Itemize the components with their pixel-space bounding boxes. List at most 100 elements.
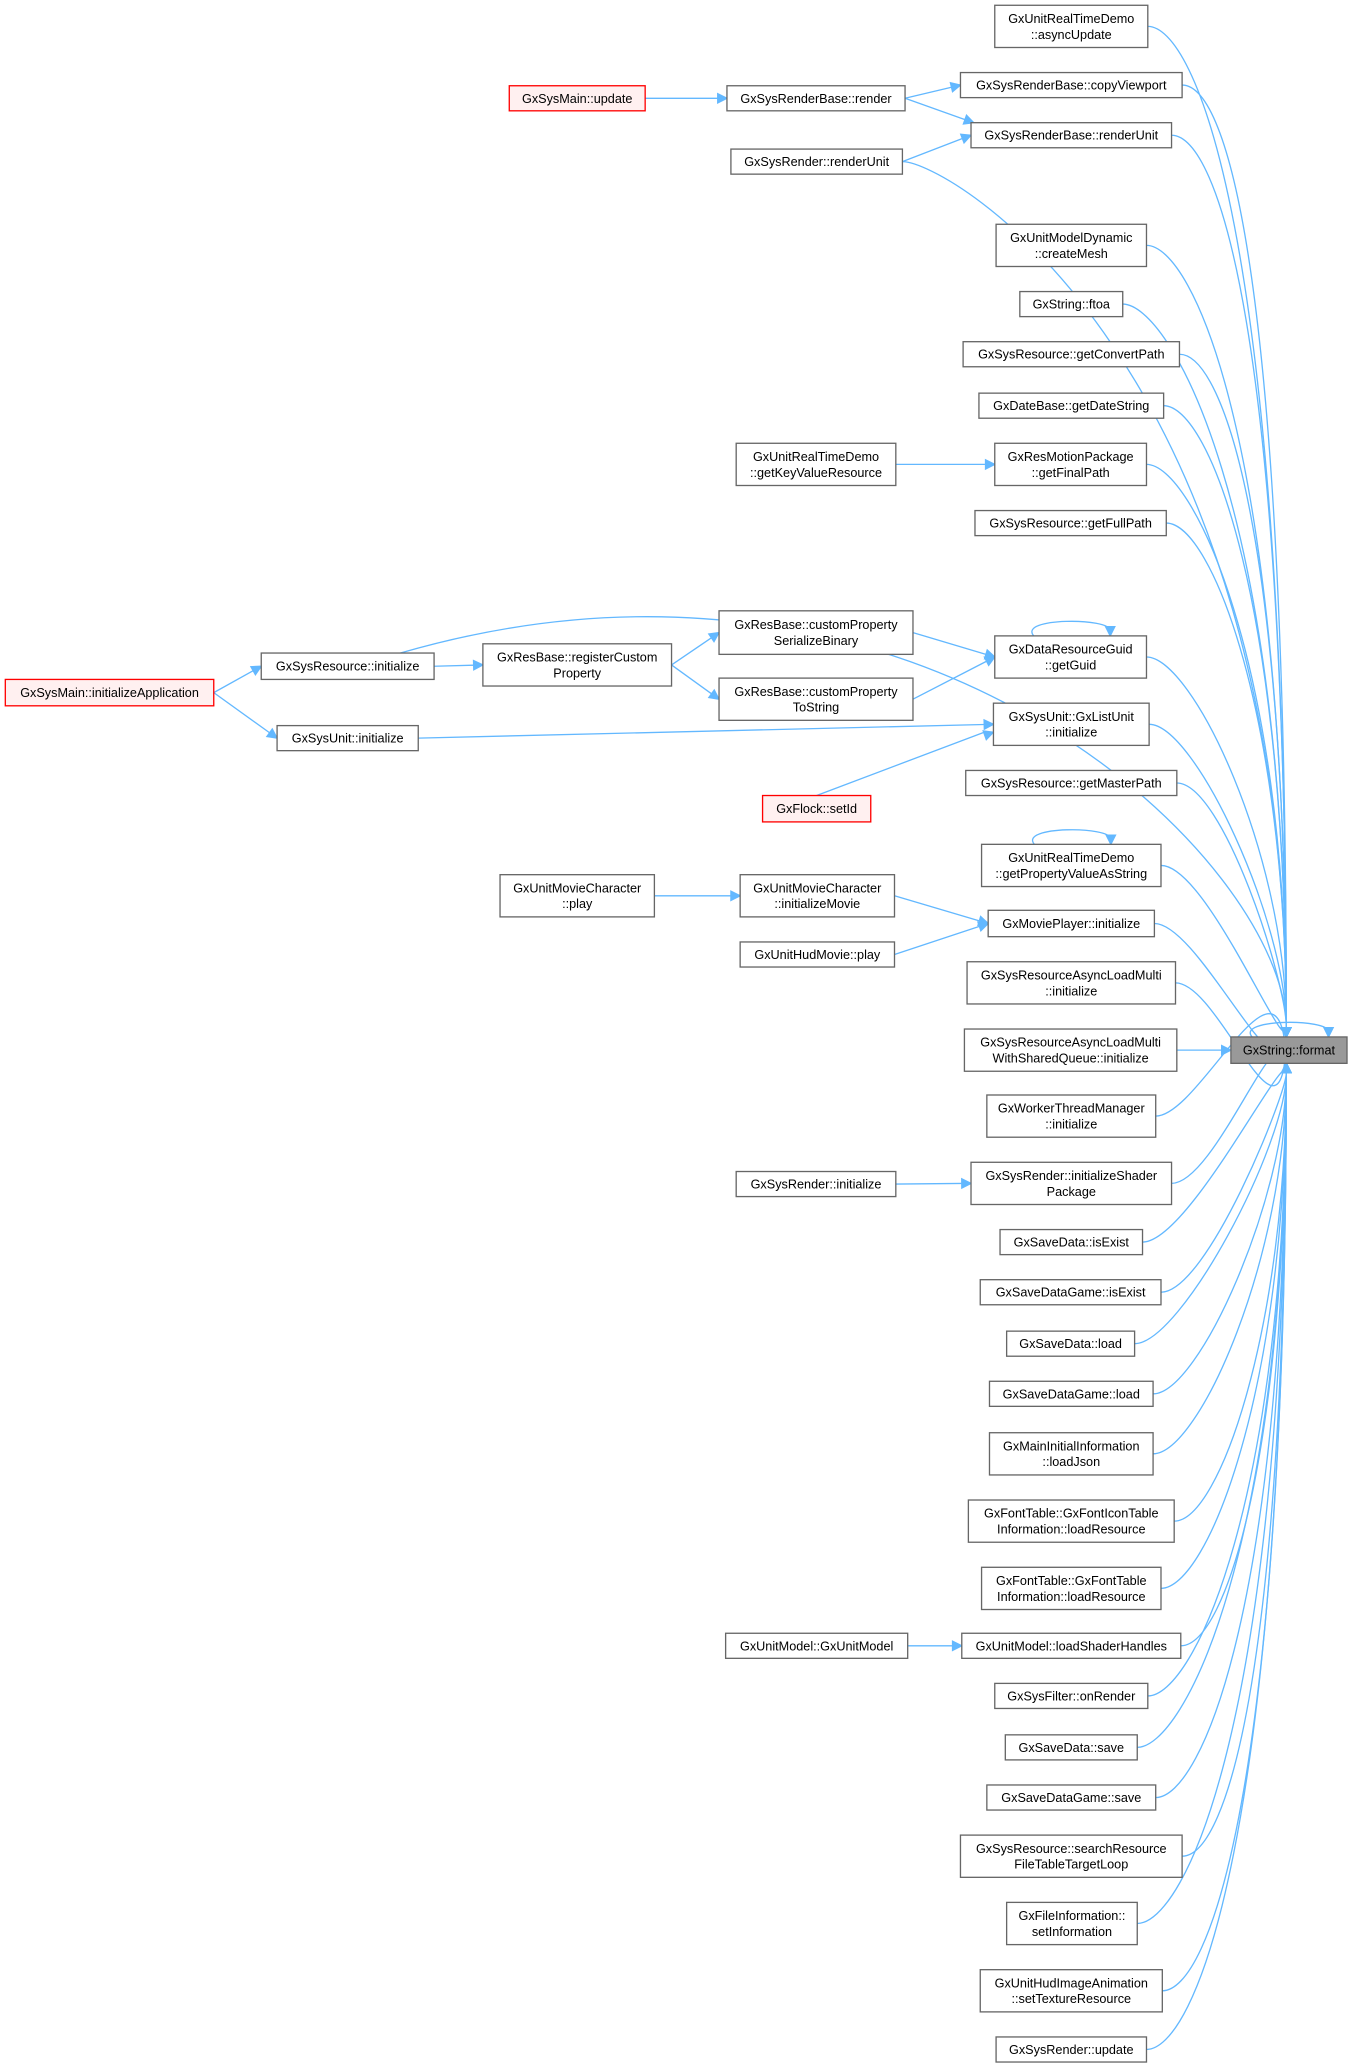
node-label: GxResMotionPackage — [1008, 450, 1134, 464]
node-gxsysmain-initializeapplication[interactable]: GxSysMain::initializeApplication — [4, 678, 215, 707]
node-gxsysunit-gxlistunit-initialize[interactable]: GxSysUnit::GxListUnit::initialize — [992, 702, 1150, 747]
node-gxsysrender-update[interactable]: GxSysRender::update — [995, 2036, 1148, 2063]
node-gxmovieplayer-initialize[interactable]: GxMoviePlayer::initialize — [987, 909, 1156, 938]
node-label: GxSysRenderBase::render — [740, 92, 891, 106]
node-box — [970, 1161, 1173, 1206]
node-gxsysresource-initialize[interactable]: GxSysResource::initialize — [260, 652, 435, 681]
node-box — [992, 702, 1150, 747]
arrowhead-icon — [982, 730, 995, 741]
node-gxsysrender-renderunit[interactable]: GxSysRender::renderUnit — [730, 148, 904, 175]
node-label: GxSaveDataGame::save — [1001, 1791, 1141, 1805]
node-label: GxSysResourceAsyncLoadMulti — [981, 968, 1162, 982]
node-gxunitmodeldynamic-createmesh[interactable]: GxUnitModelDynamic::createMesh — [995, 223, 1148, 268]
node-label: ::getPropertyValueAsString — [995, 867, 1147, 881]
node-gxsysfilter-onrender[interactable]: GxSysFilter::onRender — [994, 1682, 1149, 1710]
node-gxfonttable-gxfonticontableinformation-loadresource[interactable]: GxFontTable::GxFontIconTableInformation:… — [967, 1499, 1175, 1543]
node-gxsavedatagame-save[interactable]: GxSaveDataGame::save — [986, 1784, 1157, 1811]
node-gxsavedata-save[interactable]: GxSaveData::save — [1004, 1734, 1138, 1761]
node-gxunitmoviecharacter-initializemovie[interactable]: GxUnitMovieCharacter::initializeMovie — [739, 874, 896, 918]
node-gxunitmodel-gxunitmodel[interactable]: GxUnitModel::GxUnitModel — [724, 1632, 909, 1659]
node-label: Information::loadResource — [997, 1590, 1145, 1604]
node-box — [730, 148, 904, 175]
node-box — [482, 643, 673, 687]
node-gxfonttable-gxfonttableinformation-loadresource[interactable]: GxFontTable::GxFontTableInformation::loa… — [980, 1566, 1162, 1611]
arrowhead-icon — [249, 665, 263, 677]
node-gxsysresourceasyncloadmultiwithsharedqueue-initialize[interactable]: GxSysResourceAsyncLoadMultiWithSharedQue… — [963, 1028, 1178, 1072]
arrowhead-icon — [265, 727, 279, 739]
node-gxdatebase-getdatestring[interactable]: GxDateBase::getDateString — [978, 392, 1165, 419]
edge-17-to-18 — [912, 660, 987, 700]
node-gxsavedatagame-load[interactable]: GxSaveDataGame::load — [988, 1380, 1154, 1408]
node-box — [4, 678, 215, 707]
node-label: GxFlock::setId — [776, 802, 857, 816]
node-label: GxSysRenderBase::copyViewport — [976, 79, 1167, 93]
node-gxsysmain-update[interactable]: GxSysMain::update — [508, 85, 646, 112]
node-gxstring-format[interactable]: GxString::format — [1230, 1036, 1348, 1064]
node-gxunithudmovie-play[interactable]: GxUnitHudMovie::play — [739, 941, 896, 968]
edge-24-to-24 — [1031, 829, 1112, 845]
node-box — [994, 1682, 1149, 1710]
node-label: GxSysUnit::GxListUnit — [1009, 710, 1135, 724]
node-gxsysrenderbase-render[interactable]: GxSysRenderBase::render — [726, 85, 906, 112]
node-gxsysrenderbase-renderunit[interactable]: GxSysRenderBase::renderUnit — [970, 122, 1173, 149]
node-box — [739, 941, 896, 968]
nodes-layer: GxUnitRealTimeDemo::asyncUpdateGxSysRend… — [4, 4, 1348, 2063]
arrowhead-icon — [961, 1177, 973, 1190]
node-gxsysresource-searchresourcefiletabletargetloop[interactable]: GxSysResource::searchResourceFileTableTa… — [959, 1834, 1183, 1878]
edge-39-to-31 — [1153, 1072, 1287, 1455]
edge-16-to-18 — [912, 631, 987, 655]
node-gxsysresource-getconvertpath[interactable]: GxSysResource::getConvertPath — [962, 341, 1181, 368]
node-label: ::initializeMovie — [774, 897, 860, 911]
node-gxunitrealtimedemo-getpropertyvalueasstring[interactable]: GxUnitRealTimeDemo::getPropertyValueAsSt… — [980, 843, 1162, 888]
node-gxunitmodel-loadshaderhandles[interactable]: GxUnitModel::loadShaderHandles — [961, 1632, 1182, 1659]
node-gxunitrealtimedemo-asyncupdate[interactable]: GxUnitRealTimeDemo::asyncUpdate — [994, 4, 1149, 49]
node-label: ::asyncUpdate — [1031, 28, 1112, 42]
node-gxresmotionpackage-getfinalpath[interactable]: GxResMotionPackage::getFinalPath — [994, 442, 1148, 487]
node-label: GxSysResource::searchResource — [976, 1842, 1167, 1856]
node-gxsavedata-load[interactable]: GxSaveData::load — [1005, 1330, 1136, 1357]
edge-26-to-27 — [894, 895, 980, 922]
node-gxunithudimageanimation-settextureresource[interactable]: GxUnitHudImageAnimation::setTextureResou… — [979, 1969, 1163, 2013]
node-gxsysunit-initialize[interactable]: GxSysUnit::initialize — [276, 724, 419, 752]
node-gxunitmoviecharacter-play[interactable]: GxUnitMovieCharacter::play — [499, 874, 656, 918]
edge-19-to-20 — [213, 692, 270, 734]
node-label: GxSaveData::save — [1019, 1741, 1125, 1755]
node-gxmaininitialinformation-loadjson[interactable]: GxMainInitialInformation::loadJson — [988, 1432, 1154, 1476]
node-label: ::createMesh — [1035, 247, 1108, 261]
node-box — [499, 874, 656, 918]
node-gxworkerthreadmanager-initialize[interactable]: GxWorkerThreadManager::initialize — [986, 1094, 1157, 1138]
node-label: GxSysRender::initialize — [751, 1178, 882, 1192]
node-gxsysrenderbase-copyviewport[interactable]: GxSysRenderBase::copyViewport — [959, 71, 1183, 99]
edges-layer — [213, 25, 1335, 2051]
node-label: GxSysMain::initializeApplication — [20, 686, 199, 700]
node-gxdataresourceguid-getguid[interactable]: GxDataResourceGuid::getGuid — [994, 635, 1148, 679]
node-box — [961, 1632, 1182, 1659]
arrowhead-icon — [1322, 1027, 1335, 1039]
node-gxsysresource-getmasterpath[interactable]: GxSysResource::getMasterPath — [965, 769, 1178, 797]
node-label: ::initialize — [1045, 726, 1097, 740]
node-label: GxUnitHudMovie::play — [754, 948, 881, 962]
node-label: GxString::format — [1243, 1044, 1336, 1058]
node-gxsysresource-getfullpath[interactable]: GxSysResource::getFullPath — [974, 509, 1167, 537]
node-gxsysresourceasyncloadmulti-initialize[interactable]: GxSysResourceAsyncLoadMulti::initialize — [966, 961, 1177, 1005]
node-gxsavedata-isexist[interactable]: GxSaveData::isExist — [999, 1228, 1144, 1256]
node-label: GxFontTable::GxFontIconTable — [984, 1507, 1158, 1521]
node-box — [1005, 1901, 1138, 1946]
node-label: FileTableTargetLoop — [1014, 1858, 1128, 1872]
node-box — [986, 1784, 1157, 1811]
node-gxsavedatagame-isexist[interactable]: GxSaveDataGame::isExist — [979, 1279, 1162, 1306]
node-gxunitrealtimedemo-getkeyvalueresource[interactable]: GxUnitRealTimeDemo::getKeyValueResource — [735, 442, 897, 487]
arrowhead-icon — [962, 114, 976, 125]
node-box — [974, 509, 1167, 537]
node-label: GxSysMain::update — [522, 92, 632, 106]
node-gxfileinformation-setinformation[interactable]: GxFileInformation::setInformation — [1005, 1901, 1138, 1946]
node-gxsysrender-initialize[interactable]: GxSysRender::initialize — [735, 1170, 897, 1198]
node-gxflock-setid[interactable]: GxFlock::setId — [761, 794, 872, 823]
node-gxstring-ftoa[interactable]: GxString::ftoa — [1019, 290, 1124, 318]
node-label: GxResBase::customProperty — [734, 618, 898, 632]
